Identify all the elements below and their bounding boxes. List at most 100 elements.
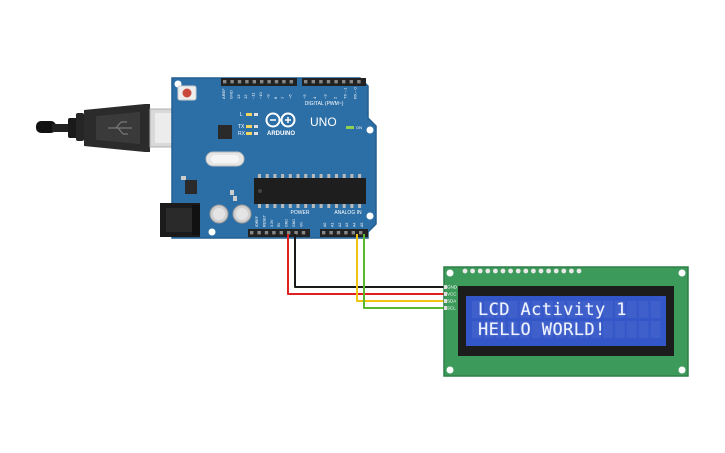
- header-pin[interactable]: [351, 231, 355, 235]
- reset-button-cap[interactable]: [182, 88, 192, 98]
- header-pin[interactable]: [245, 80, 249, 84]
- header-pin[interactable]: [336, 231, 341, 235]
- lcd-mounting-hole: [678, 269, 686, 277]
- mounting-hole: [208, 228, 216, 236]
- lcd-mounting-hole: [446, 269, 454, 277]
- header-pin[interactable]: [344, 231, 348, 235]
- lcd-i2c-pin[interactable]: [444, 299, 447, 303]
- wire-sda[interactable]: [356, 234, 444, 302]
- voltage-regulator: [185, 180, 197, 194]
- lcd-cell: [614, 301, 625, 318]
- lcd-pin-label: SDA: [447, 299, 456, 304]
- header-pin[interactable]: [252, 80, 256, 84]
- header-pin[interactable]: [267, 80, 271, 84]
- lcd-pad: [462, 268, 468, 274]
- led-label-l: L: [240, 112, 243, 118]
- digital-pin-label: 12: [243, 94, 248, 99]
- wire-gnd[interactable]: [294, 234, 444, 288]
- usb-chip: [218, 125, 232, 139]
- chip-pin: [281, 174, 285, 178]
- digital-pin-label: TX→1: [343, 87, 348, 99]
- lcd-i2c-pin[interactable]: [444, 306, 447, 310]
- lcd-pin-label: SCL: [447, 306, 456, 311]
- header-pin[interactable]: [289, 80, 293, 84]
- lcd-i2c-pin[interactable]: [444, 292, 447, 296]
- header-pin[interactable]: [301, 231, 306, 235]
- lcd-cell: [531, 321, 542, 338]
- capacitor-top: [236, 208, 248, 220]
- wire-scl[interactable]: [363, 234, 444, 309]
- wire-vcc[interactable]: [287, 234, 444, 295]
- lcd-pad: [485, 268, 491, 274]
- header-pin[interactable]: [287, 231, 291, 235]
- chip-pin: [335, 174, 338, 178]
- header-pin[interactable]: [237, 80, 242, 84]
- atmega-pins: [258, 174, 362, 208]
- digital-pin-label: 7: [280, 96, 285, 99]
- header-pin[interactable]: [294, 231, 298, 235]
- header-pin[interactable]: [223, 80, 227, 84]
- header-pin[interactable]: [322, 231, 326, 235]
- header-pin[interactable]: [357, 80, 361, 84]
- lcd-line-2: HELLO WORLD!: [478, 320, 606, 340]
- header-pin[interactable]: [342, 80, 346, 84]
- digital-pin-label: 13: [236, 94, 241, 99]
- analog-pin-label: A0: [323, 223, 327, 227]
- digital-pin-label: 8: [273, 96, 278, 99]
- header-pin[interactable]: [304, 80, 308, 84]
- chip-notch: [258, 189, 262, 193]
- lcd-cell: [531, 301, 542, 318]
- digital-pin-label: ~10: [258, 91, 263, 99]
- chip-pin: [327, 174, 331, 178]
- lcd-i2c-pin[interactable]: [444, 285, 447, 289]
- lcd-cell: [472, 301, 482, 318]
- wires[interactable]: [287, 234, 444, 309]
- lcd-pad: [500, 268, 506, 274]
- power-pin-label: Vin: [299, 222, 303, 227]
- header-pin[interactable]: [230, 80, 234, 84]
- header-pin[interactable]: [326, 80, 331, 84]
- lcd-cell: [591, 321, 601, 338]
- header-pin[interactable]: [359, 231, 363, 235]
- usb-logo-icon: [108, 121, 132, 135]
- arduino-brand-label: ARDUINO: [267, 131, 295, 137]
- usb-cable[interactable]: [36, 104, 181, 152]
- lcd-cell: [626, 301, 637, 318]
- analog-pin-label: A1: [330, 223, 334, 227]
- power-pin-label: 5V: [277, 222, 281, 227]
- lcd-cell: [495, 321, 506, 338]
- lcd-pad: [538, 268, 544, 274]
- lcd-cell: [614, 321, 625, 338]
- header-pin[interactable]: [311, 80, 315, 84]
- chip-pin: [319, 204, 323, 208]
- header-pin[interactable]: [282, 80, 286, 84]
- lcd-cell: [602, 301, 613, 318]
- header-pin[interactable]: [257, 231, 261, 235]
- lcd-mounting-hole: [446, 366, 454, 374]
- header-pin[interactable]: [260, 80, 264, 84]
- header-pin[interactable]: [349, 80, 353, 84]
- header-pin[interactable]: [272, 231, 276, 235]
- chip-pin: [265, 204, 269, 208]
- arduino-logo-icon: [265, 112, 296, 128]
- digital-header-right: [302, 78, 366, 86]
- header-pin[interactable]: [319, 80, 323, 84]
- lcd-pad: [470, 268, 475, 274]
- chip-pin: [296, 204, 300, 208]
- header-pin[interactable]: [274, 80, 279, 84]
- header-pin[interactable]: [329, 231, 333, 235]
- header-pin[interactable]: [279, 231, 283, 235]
- header-pin[interactable]: [264, 231, 269, 235]
- smd-component: [233, 196, 237, 201]
- lcd-pad: [576, 268, 582, 274]
- lcd-top-pads: [462, 268, 582, 274]
- header-pin[interactable]: [334, 80, 338, 84]
- chip-pin: [281, 204, 285, 208]
- lcd-pad: [523, 268, 529, 274]
- lcd-pin-label: VCC: [447, 292, 457, 297]
- mounting-hole: [366, 212, 374, 220]
- chip-pin: [311, 204, 315, 208]
- header-pin[interactable]: [250, 231, 254, 235]
